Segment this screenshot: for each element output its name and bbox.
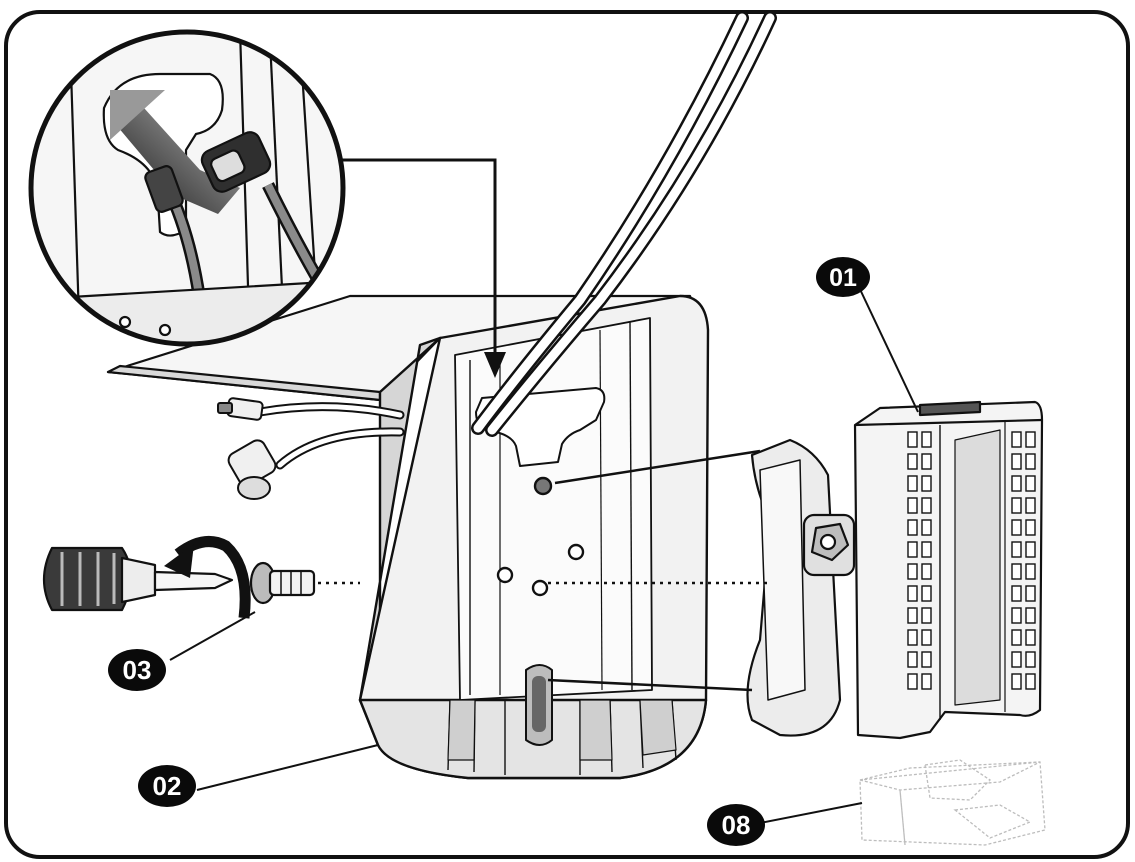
vent-slot	[1025, 519, 1036, 536]
vent-slot	[907, 453, 918, 470]
vent-slot	[1011, 563, 1022, 580]
screwdriver	[42, 546, 234, 612]
vent-slot	[921, 431, 932, 448]
callout-02-label: 02	[153, 771, 182, 801]
vent-slot	[921, 475, 932, 492]
vent-slot	[1011, 607, 1022, 624]
callout-08: 08	[707, 804, 765, 846]
vent-slot	[907, 629, 918, 646]
vent-slot	[1011, 541, 1022, 558]
vent-slot	[1025, 453, 1036, 470]
vent-slot	[921, 497, 932, 514]
vent-slot	[907, 585, 918, 602]
zoom-leader-arrow	[342, 158, 497, 356]
vent-slot	[1025, 541, 1036, 558]
vent-slot	[907, 475, 918, 492]
screw-rotate-arrow	[164, 536, 251, 619]
vent-slot	[1025, 607, 1036, 624]
vent-slot	[1011, 453, 1022, 470]
vent-slot	[921, 563, 932, 580]
vent-slot	[1025, 629, 1036, 646]
vent-slot	[907, 519, 918, 536]
vent-slot	[907, 431, 918, 448]
alignment-lines	[318, 449, 770, 692]
callout-08-label: 08	[722, 810, 751, 840]
callout-leaders	[169, 284, 919, 824]
ghost-part-08	[859, 759, 1046, 846]
connector-large	[227, 439, 277, 500]
callout-03: 03	[108, 649, 166, 691]
vent-slot	[1011, 629, 1022, 646]
zoom-leader-arrowhead	[484, 352, 506, 378]
cable-pair	[255, 11, 777, 470]
vent-slot	[921, 519, 932, 536]
vent-slot	[1011, 497, 1022, 514]
callout-03-label: 03	[123, 655, 152, 685]
vent-slot	[1011, 651, 1022, 668]
vent-slot	[1025, 585, 1036, 602]
vent-slot	[1025, 673, 1036, 690]
vent-slot	[907, 607, 918, 624]
vent-slot	[921, 453, 932, 470]
vent-slot	[907, 497, 918, 514]
vent-slot	[907, 651, 918, 668]
vent-slot	[921, 607, 932, 624]
mount-bracket-02	[358, 294, 710, 780]
screw-03	[249, 561, 316, 605]
callout-01-label: 01	[829, 264, 857, 292]
vent-slot	[1011, 519, 1022, 536]
device-vent-slots	[907, 431, 1036, 690]
vent-slot	[1011, 475, 1022, 492]
vent-slot	[1025, 497, 1036, 514]
vent-slot	[921, 541, 932, 558]
callout-02: 02	[138, 765, 196, 807]
vent-slot	[1011, 673, 1022, 690]
vent-slot	[1025, 475, 1036, 492]
vent-slot	[921, 585, 932, 602]
connector-small	[217, 397, 264, 421]
vent-slot	[921, 651, 932, 668]
vent-slot	[907, 673, 918, 690]
vent-slot	[1025, 651, 1036, 668]
vent-slot	[1011, 431, 1022, 448]
device-01	[746, 400, 1044, 740]
vent-slot	[1011, 585, 1022, 602]
vent-slot	[1025, 563, 1036, 580]
vent-slot	[1025, 431, 1036, 448]
vent-slot	[907, 563, 918, 580]
vent-slot	[921, 629, 932, 646]
vent-slot	[907, 541, 918, 558]
vent-slot	[921, 673, 932, 690]
callout-01: 01	[816, 257, 870, 297]
